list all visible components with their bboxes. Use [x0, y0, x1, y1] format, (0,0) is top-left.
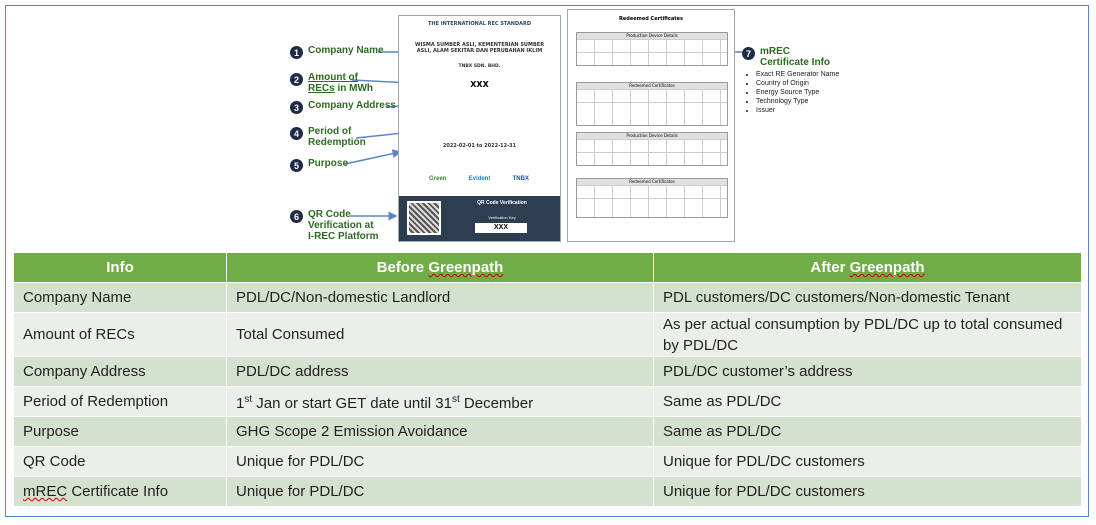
- row-info-cell: Company Name: [13, 282, 227, 313]
- list-item: Exact RE Generator Name: [756, 70, 839, 79]
- evident-logo: Evident: [468, 176, 491, 182]
- callout-amount: 2 Amount of RECs in MWh: [290, 72, 380, 94]
- cert-amount: XXX: [470, 80, 489, 89]
- row-before-cell: Unique for PDL/DC: [226, 446, 654, 477]
- callout-qr: 6 QR Code Verification at I-REC Platform: [290, 209, 382, 242]
- slide-frame: [5, 5, 1089, 517]
- list-item: Technology Type: [756, 97, 839, 106]
- callout-label: mREC Certificate Info: [760, 46, 831, 68]
- callout-label: Period of Redemption: [308, 126, 366, 148]
- qr-panel: QR Code Verification Verification Key XX…: [399, 196, 560, 241]
- list-item: Energy Source Type: [756, 88, 839, 97]
- row-after-cell: PDL/DC customer’s address: [653, 356, 1082, 387]
- callout-address: 3 Company Address: [290, 100, 396, 114]
- row-info-cell: mREC Certificate Info: [13, 476, 227, 507]
- row-before-cell: Unique for PDL/DC: [226, 476, 654, 507]
- callout-number: 5: [290, 159, 303, 172]
- cert-table-2: Redeemed Certificates: [576, 178, 728, 218]
- comparison-table: Info Before Greenpath After Greenpath Co…: [13, 252, 1082, 507]
- redeemed-certificates-image: Redeemed Certificates Production Device …: [567, 9, 735, 242]
- device-table-2: Production Device Details: [576, 132, 728, 166]
- row-after-cell: Same as PDL/DC: [653, 416, 1082, 447]
- cert-logos: Green Evident TNBX: [429, 176, 529, 182]
- green-logo: Green: [429, 176, 447, 182]
- row-info-cell: QR Code: [13, 446, 227, 477]
- callout-label: Amount of RECs in MWh: [308, 72, 374, 94]
- irec-certificate-image: THE INTERNATIONAL REC STANDARD WISMA SUM…: [398, 15, 561, 242]
- verification-key-value: XXX: [475, 223, 527, 233]
- section-header: Redeemed Certificates: [577, 83, 727, 89]
- mrec-info-list: Exact RE Generator Name Country of Origi…: [744, 70, 839, 115]
- cert-table-1: Redeemed Certificates: [576, 82, 728, 126]
- qr-title: QR Code Verification: [477, 200, 527, 206]
- cert-org: THE INTERNATIONAL REC STANDARD: [427, 21, 531, 27]
- row-before-cell: PDL/DC address: [226, 356, 654, 387]
- callout-period: 4 Period of Redemption: [290, 126, 366, 148]
- row-before-cell: 1st Jan or start GET date until 31st Dec…: [226, 386, 654, 417]
- callout-purpose: 5 Purpose: [290, 158, 348, 172]
- callout-label: Company Address: [308, 100, 396, 111]
- row-info-cell: Period of Redemption: [13, 386, 227, 417]
- callout-company-name: 1 Company Name: [290, 45, 384, 59]
- callout-label: Purpose: [308, 158, 349, 169]
- section-header: Production Device Details: [577, 133, 727, 139]
- row-after-cell: Unique for PDL/DC customers: [653, 446, 1082, 477]
- callout-number: 4: [290, 127, 303, 140]
- header-info: Info: [13, 252, 227, 283]
- callout-number: 3: [290, 101, 303, 114]
- table-header-row: Info Before Greenpath After Greenpath: [13, 252, 1082, 283]
- row-before-cell: PDL/DC/Non-domestic Landlord: [226, 282, 654, 313]
- cert-company: WISMA SUMBER ASLI, KEMENTERIAN SUMBER AS…: [414, 42, 545, 54]
- list-item: Country of Origin: [756, 79, 839, 88]
- callout-number: 6: [290, 210, 303, 223]
- row-after-cell: Same as PDL/DC: [653, 386, 1082, 417]
- callout-mrec: 7 mREC Certificate Info: [742, 46, 840, 68]
- section-header: Production Device Details: [577, 33, 727, 39]
- header-after: After Greenpath: [653, 252, 1082, 283]
- row-before-cell: Total Consumed: [226, 312, 654, 357]
- tnbx-logo: TNBX: [512, 176, 529, 182]
- row-info-cell: Company Address: [13, 356, 227, 387]
- row-info-cell: Purpose: [13, 416, 227, 447]
- verification-key-label: Verification Key: [488, 215, 516, 220]
- redeemed-title: Redeemed Certificates: [619, 16, 683, 22]
- row-before-cell: GHG Scope 2 Emission Avoidance: [226, 416, 654, 447]
- callout-number: 1: [290, 46, 303, 59]
- row-info-cell: Amount of RECs: [13, 312, 227, 357]
- section-header: Redeemed Certificates: [577, 179, 727, 185]
- callout-number: 7: [742, 47, 755, 60]
- callout-label: QR Code Verification at I-REC Platform: [308, 209, 379, 242]
- cert-issuer: TNBX SDN. BHD.: [458, 64, 501, 69]
- callout-label: Company Name: [308, 45, 384, 56]
- header-before: Before Greenpath: [226, 252, 654, 283]
- cert-period: 2022-02-01 to 2022-12-31: [442, 143, 517, 149]
- row-after-cell: As per actual consumption by PDL/DC up t…: [653, 312, 1082, 357]
- device-table-1: Production Device Details: [576, 32, 728, 66]
- callout-number: 2: [290, 73, 303, 86]
- row-after-cell: Unique for PDL/DC customers: [653, 476, 1082, 507]
- list-item: Issuer: [756, 106, 839, 115]
- qr-code-image: [407, 201, 441, 235]
- row-after-cell: PDL customers/DC customers/Non-domestic …: [653, 282, 1082, 313]
